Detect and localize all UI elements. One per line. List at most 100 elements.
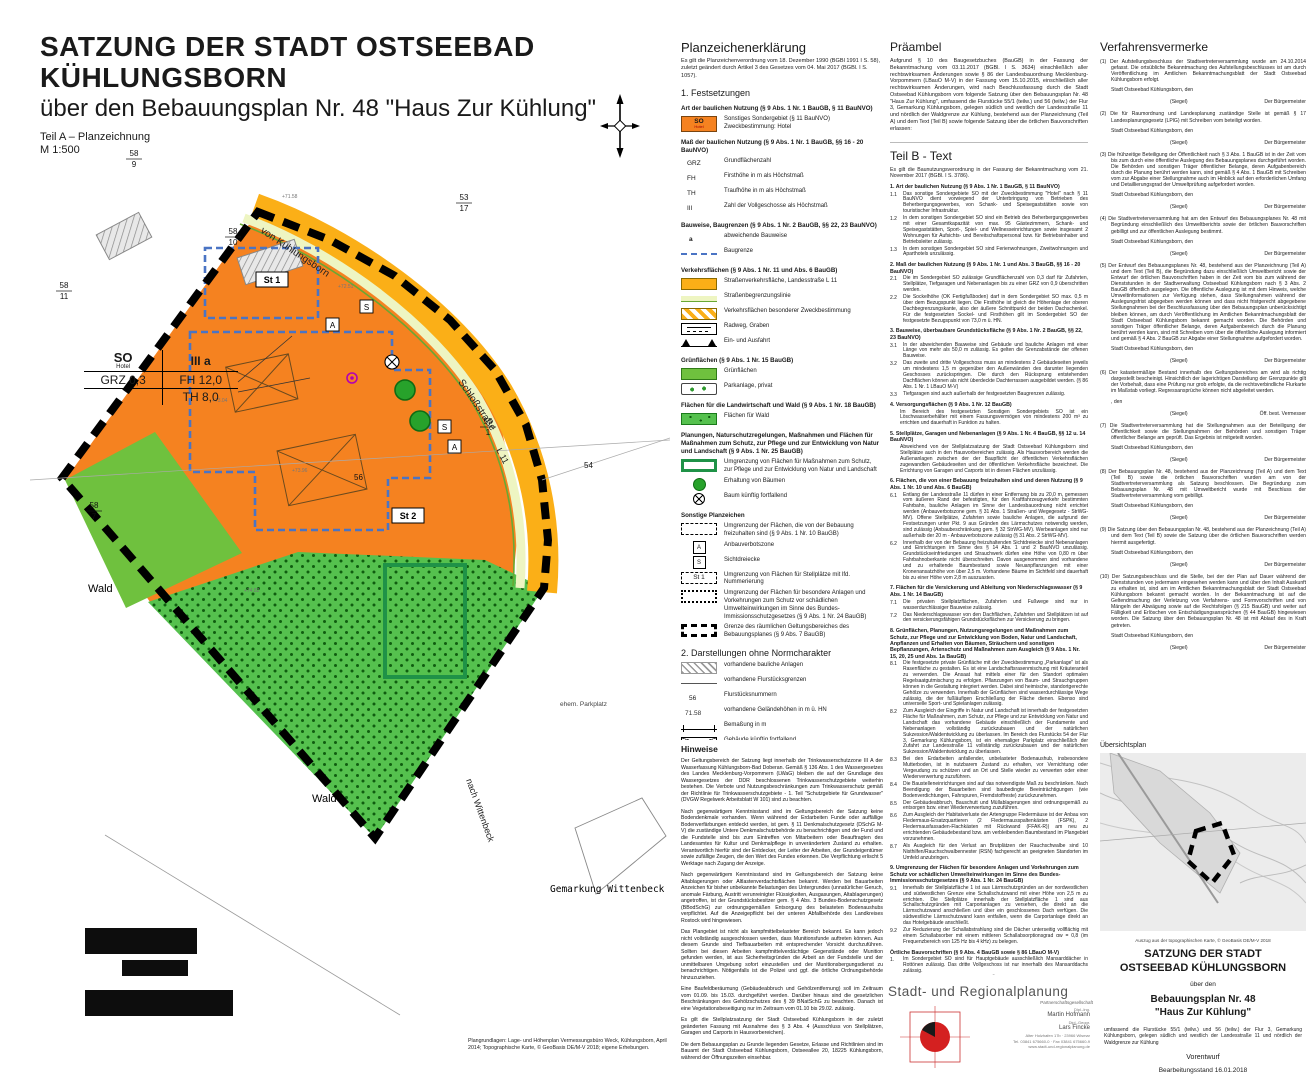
item-number: 1.	[890, 957, 895, 964]
sichtdreieck-label: S	[437, 419, 452, 434]
signer-label: Der Bürgermeister	[1264, 515, 1306, 522]
parcel-number: 58 10	[225, 227, 241, 247]
swatch-label: A	[692, 541, 706, 555]
boxa-swatch-icon: A	[681, 541, 717, 555]
abbr-swatch-icon: III	[681, 203, 717, 215]
part-label: Teil A – Planzeichnung	[40, 130, 151, 143]
legend-entry-text: vorhandene Flurstücksgrenzen	[724, 677, 807, 684]
legend-row: Verkehrsflächen besonderer Zweckbestimmu…	[681, 308, 881, 321]
item-number: 8.5	[890, 800, 897, 807]
item-number: 9.1	[890, 885, 897, 892]
building-to-remove-icon	[276, 433, 368, 507]
parcel-number: 58 11	[56, 281, 72, 301]
plangrundlagen-note: Plangrundlagen: Lage- und Höhenplan Verm…	[468, 1038, 667, 1051]
uebersicht-geltungsbereich	[1185, 820, 1237, 887]
signature-place: Stadt Ostseebad Kühlungsborn, den	[1111, 444, 1194, 451]
titleblock-city2: OSTSEEBAD KÜHLUNGSBORN	[1119, 961, 1287, 974]
freihalten-swatch-icon	[681, 523, 717, 536]
hinweise-paragraph: Der Geltungsbereich der Satzung liegt in…	[681, 758, 883, 803]
item-number: 8.6	[890, 813, 897, 820]
park-swatch-icon	[681, 383, 717, 396]
signature-place: Stadt Ostseebad Kühlungsborn, den	[1111, 632, 1194, 639]
verfahren-item: (1) Der Aufstellungsbeschluss der Stadtv…	[1100, 59, 1306, 105]
th-label: TH 8,0	[162, 388, 238, 405]
teilb-section-heading: 4. Versorgungsflächen (§ 9 Abs. 1 Nr. 12…	[890, 401, 1012, 408]
planner-role: Dipl.-Ing.	[1073, 1007, 1090, 1012]
titleblock-plan-name: "Haus Zur Kühlung"	[1154, 1006, 1252, 1018]
verfahren-item: (9) Die Satzung über den Bebauungsplan N…	[1100, 527, 1306, 567]
signature-row: (Siegel)Der Bürgermeister	[1100, 562, 1306, 568]
legend-title: Planzeichenerklärung	[681, 40, 807, 55]
legend-subheading: Grünflächen (§ 9 Abs. 1 Nr. 15 BauGB)	[681, 357, 794, 365]
verfahren-text: (3) Die frühzeitige Beteiligung der Öffe…	[1100, 151, 1306, 189]
parcel-numbers: 58 9 58 10 58 11 53 17 58 7 54 56 55 1	[56, 149, 593, 521]
legend-entry-text: Erhaltung von Bäumen	[724, 478, 786, 485]
flurstuecksgrenze-line	[541, 437, 670, 481]
hinweise-title: Hinweise	[681, 744, 718, 754]
leader-line	[237, 335, 293, 383]
siegel-label: (Siegel)	[1170, 204, 1188, 211]
legend-section-heading: 1. Festsetzungen	[681, 87, 751, 98]
siegel-label: (Siegel)	[1170, 515, 1188, 522]
legend-entry-text: vorhandene bauliche Anlagen	[724, 662, 804, 669]
legend-entry-text: Gebäude künftig fortfallend	[724, 737, 881, 740]
wald-label: Wald	[312, 793, 337, 805]
item-text: Das zweite und dritte Vollgeschoss muss …	[903, 360, 1088, 390]
svg-text:58: 58	[90, 501, 99, 510]
teilb-section-heading: 7. Flächen für die Versickerung und Able…	[890, 585, 1083, 598]
item-text: Die privaten Stellplatzflächen, Zufahrte…	[903, 598, 1088, 611]
teilb-section-heading: 5. Stellplätze, Garagen und Nebenanlagen…	[890, 431, 1086, 444]
item-number: 8.2	[890, 709, 897, 716]
titleblock-status: Vorentwurf	[1186, 1054, 1220, 1061]
signature-place: Stadt Ostseebad Kühlungsborn, den	[1111, 549, 1194, 556]
immission-swatch-icon	[681, 590, 717, 604]
item-text: Als Ausgleich für den Verlust an Brutplä…	[903, 842, 1088, 861]
signature-place: , den	[1111, 398, 1123, 405]
abbr-swatch-icon: FH	[681, 173, 717, 185]
legend-entry-text: Sichtdreiecke	[724, 556, 761, 563]
fh-label: FH 12,0	[162, 371, 238, 389]
teilb-section-heading: 6. Flächen, die von einer Bebauung freiz…	[890, 478, 1083, 491]
legend-entry-text: Umgrenzung von Flächen für Stellplätze m…	[724, 571, 851, 586]
swatch-label: III	[687, 205, 693, 213]
hinweise-paragraph: Die dem Bebauungsplan zu Grunde liegende…	[681, 1041, 883, 1061]
existing-building-hatch	[95, 211, 153, 261]
roadhatch-swatch-icon	[681, 308, 717, 321]
uebersichtsplan: Übersichtsplan Auszug aus der topographi…	[1099, 742, 1307, 943]
legend-entry-text: Firsthöhe in m als Höchstmaß	[724, 172, 804, 179]
item-number: 8.3	[890, 757, 897, 764]
ehem-parkplatz-label: ehem. Parkplatz	[560, 701, 607, 708]
planner-person: Lars Fincke	[1058, 1025, 1090, 1031]
svg-text:58: 58	[229, 227, 238, 236]
hinweise-paragraph: Eine Baufeldberäumung (Gebäudeabbruch un…	[681, 986, 883, 1012]
legend-section-heading: 2. Darstellungen ohne Normcharakter	[681, 648, 832, 659]
legend-row: Erhaltung von Bäumen	[681, 478, 881, 490]
legend-entry-text: Bemaßung in m	[724, 722, 767, 729]
redacted-block	[85, 928, 197, 954]
planner-block: Stadt- und Regionalplanung Partnerschaft…	[888, 984, 1093, 1068]
item-text: Zum Ausgleich der Habitatverluste der Ar…	[903, 812, 1088, 842]
legend-row: Straßenverkehrsfläche, Landesstraße L 11	[681, 278, 881, 291]
legend-entry-text: Traufhöhe in m als Höchstmaß	[724, 187, 806, 194]
tree-to-keep-icon	[394, 379, 416, 401]
hinweise-paragraph: Nach gegenwärtigem Kenntnisstand sind im…	[681, 808, 883, 867]
hinweise-paragraph: Das Plangebiet ist nicht als kampfmittel…	[681, 929, 883, 981]
gemarkung-label: Gemarkung Wittenbeck	[550, 884, 665, 895]
item-text: Zum Ausgleich der Eingriffe in Natur und…	[903, 708, 1088, 756]
signature-row: (Siegel)Der Bürgermeister	[1100, 645, 1306, 651]
teilb-item: 1.Im Sondergebiet SO sind für Hauptgebäu…	[890, 957, 1088, 975]
